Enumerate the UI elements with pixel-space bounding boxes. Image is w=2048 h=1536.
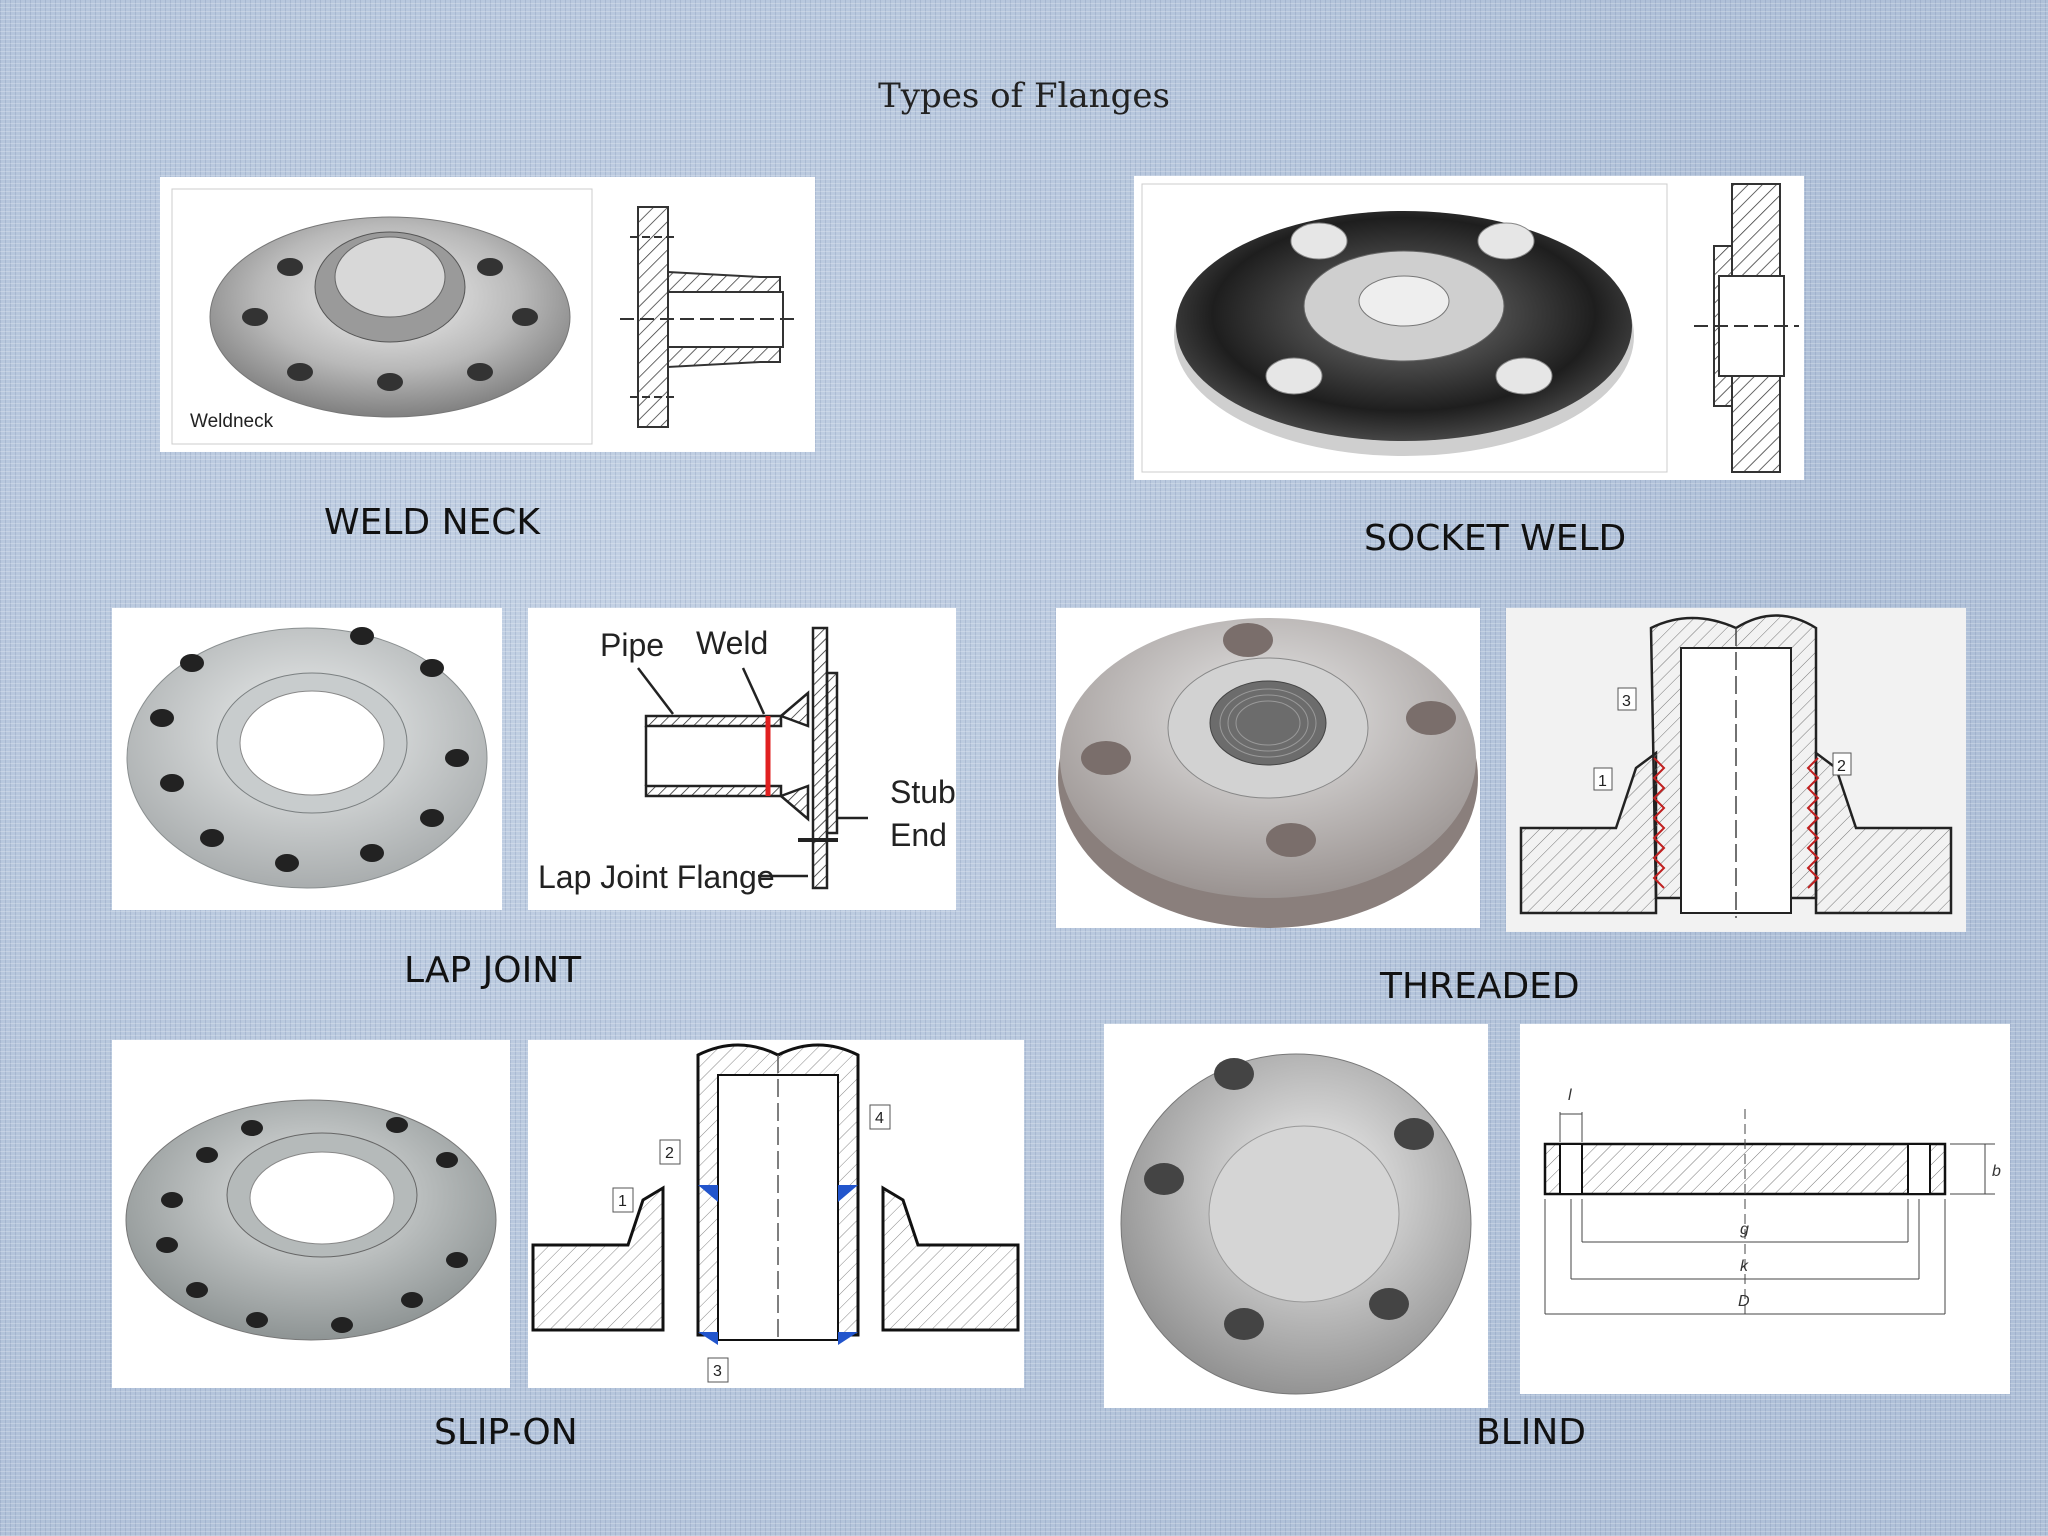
lap-flange-label: Lap Joint Flange: [538, 859, 775, 895]
lap-joint-caption: LAP JOINT: [404, 950, 582, 991]
blind-label-g: g: [1740, 1221, 1749, 1238]
slip-on-drawing: 1 2 3 4: [528, 1040, 1024, 1388]
threaded-photo: [1056, 608, 1480, 928]
lap-end-label: End: [890, 817, 947, 853]
slip-label-4: 4: [875, 1110, 884, 1127]
threaded-label-1: 1: [1598, 773, 1607, 790]
slip-on-caption: SLIP-ON: [434, 1412, 578, 1453]
blind-label-b: b: [1992, 1163, 2001, 1180]
blind-label-D: D: [1738, 1293, 1750, 1310]
lap-weld-label: Weld: [696, 625, 768, 661]
threaded-label-3: 3: [1622, 693, 1631, 710]
blind-drawing: l b g k D: [1520, 1024, 2010, 1394]
slip-label-2: 2: [665, 1145, 674, 1162]
slip-on-photo: [112, 1040, 510, 1388]
slide-title: Types of Flanges: [878, 76, 1170, 116]
weld-neck-image: Weldneck: [160, 177, 815, 452]
weldneck-photo-label: Weldneck: [190, 411, 274, 432]
slip-label-3: 3: [713, 1363, 722, 1380]
threaded-caption: THREADED: [1380, 966, 1580, 1007]
lap-joint-photo: [112, 608, 502, 910]
threaded-drawing: 3 1 2: [1506, 608, 1966, 932]
lap-stub-label: Stub: [890, 774, 956, 810]
blind-label-k: k: [1740, 1258, 1749, 1275]
lap-joint-drawing: Pipe Weld Stub End Lap Joint Flange: [528, 608, 956, 910]
blind-photo: [1104, 1024, 1488, 1408]
weld-neck-caption: WELD NECK: [324, 502, 540, 543]
lap-pipe-label: Pipe: [600, 627, 664, 663]
socket-weld-image: [1134, 176, 1804, 480]
slip-label-1: 1: [618, 1193, 627, 1210]
blind-caption: BLIND: [1476, 1412, 1587, 1453]
blind-label-l: l: [1568, 1087, 1572, 1104]
threaded-label-2: 2: [1837, 758, 1846, 775]
socket-weld-caption: SOCKET WELD: [1364, 518, 1627, 559]
